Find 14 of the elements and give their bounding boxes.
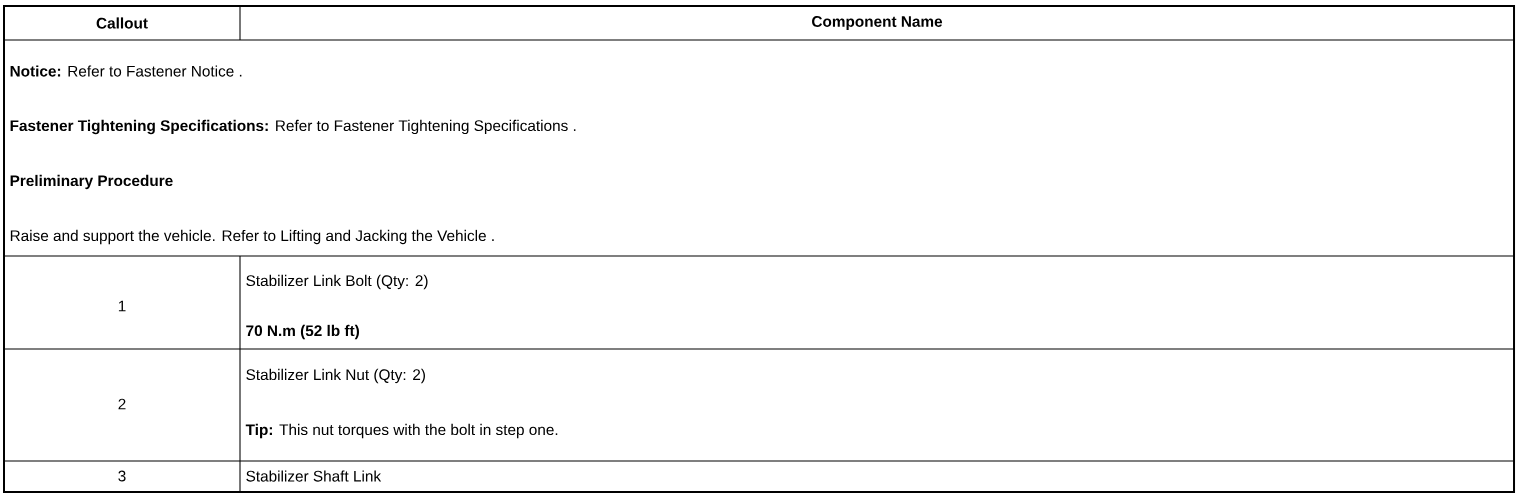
component-name: Stabilizer Link Bolt (Qty: 2) xyxy=(246,274,428,290)
callout-number: 3 xyxy=(118,470,126,482)
notice-text: Notice: Refer to Fastener Notice . xyxy=(10,65,242,77)
procedure-heading: Preliminary Procedure xyxy=(10,174,173,190)
column-header: Callout xyxy=(96,17,148,29)
torque-spec: 70 N.m (52 lb ft) xyxy=(246,324,359,340)
component-name: Stabilizer Link Nut (Qty: 2) xyxy=(246,368,425,384)
callout-number: 1 xyxy=(118,300,126,312)
tip-text: Tip: This nut torques with the bolt in step one. xyxy=(245,423,558,439)
column-header: Component Name xyxy=(812,16,943,30)
procedure-text: Raise and support the vehicle. Refer to Lifting and Jacking the Vehicle . xyxy=(10,229,494,245)
callout-number: 2 xyxy=(118,398,126,410)
component-name: Stabilizer Shaft Link xyxy=(246,470,382,482)
notice-text: Fastener Tightening Specifications: Refer to Fastener Tightening Specifications . xyxy=(10,119,576,135)
